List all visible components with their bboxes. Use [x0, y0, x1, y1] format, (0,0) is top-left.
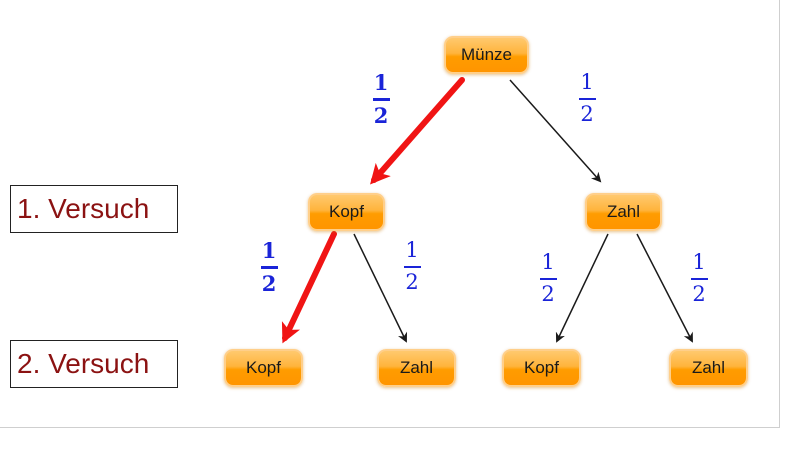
probability-numerator: 1: [692, 250, 706, 274]
fraction-bar: [403, 266, 421, 268]
tree-edges: [281, 77, 693, 344]
node-label: Kopf: [524, 358, 559, 377]
probability-root-kopf: 1 2: [366, 72, 396, 126]
fraction-bar: [539, 278, 557, 280]
node-root-muenze: Münze: [444, 36, 529, 74]
node-level1-kopf: Kopf: [308, 193, 385, 231]
node-level2-zahl-kopf: Kopf: [502, 349, 581, 387]
probability-numerator: 1: [580, 70, 594, 94]
probability-kopf-kopf: 1 2: [254, 240, 284, 294]
probability-denominator: 2: [373, 102, 389, 128]
fraction-bar: [260, 266, 278, 269]
node-level2-zahl-zahl: Zahl: [669, 349, 748, 387]
probability-root-zahl: 1 2: [572, 72, 602, 125]
probability-numerator: 1: [373, 70, 389, 95]
row-label-first-trial: 1. Versuch: [10, 185, 178, 233]
node-label: Kopf: [329, 202, 364, 221]
edge-root-kopf: [370, 77, 465, 185]
edge-kopf-kopf: [281, 231, 337, 344]
fraction-bar: [690, 278, 708, 280]
probability-kopf-zahl: 1 2: [397, 240, 427, 293]
node-label: Zahl: [691, 358, 726, 377]
probability-numerator: 1: [541, 250, 555, 274]
probability-denominator: 2: [580, 101, 594, 126]
probability-numerator: 1: [405, 238, 419, 262]
edge-zahl-zahl: [636, 233, 693, 343]
edge-kopf-zahl: [353, 233, 408, 343]
row-label-text: 1. Versuch: [17, 193, 150, 224]
node-level1-zahl: Zahl: [585, 193, 662, 231]
fraction-bar: [578, 98, 596, 100]
row-label-second-trial: 2. Versuch: [10, 340, 178, 388]
edge-zahl-kopf: [555, 233, 609, 343]
probability-zahl-kopf: 1 2: [533, 252, 563, 305]
probability-denominator: 2: [261, 270, 277, 296]
probability-denominator: 2: [541, 281, 555, 306]
node-label: Kopf: [246, 358, 281, 377]
probability-zahl-zahl: 1 2: [684, 252, 714, 305]
fraction-bar: [372, 98, 390, 101]
node-label: Münze: [460, 45, 513, 64]
probability-denominator: 2: [405, 269, 419, 294]
node-level2-kopf-zahl: Zahl: [377, 349, 456, 387]
row-label-text: 2. Versuch: [17, 348, 150, 379]
node-label: Zahl: [399, 358, 434, 377]
node-level2-kopf-kopf: Kopf: [224, 349, 303, 387]
edge-root-zahl: [509, 79, 602, 183]
probability-numerator: 1: [261, 238, 277, 263]
diagram-panel: Münze Kopf Zahl Kopf Zahl Kopf Zahl 1. V…: [0, 0, 780, 428]
probability-denominator: 2: [692, 281, 706, 306]
node-label: Zahl: [606, 202, 641, 221]
